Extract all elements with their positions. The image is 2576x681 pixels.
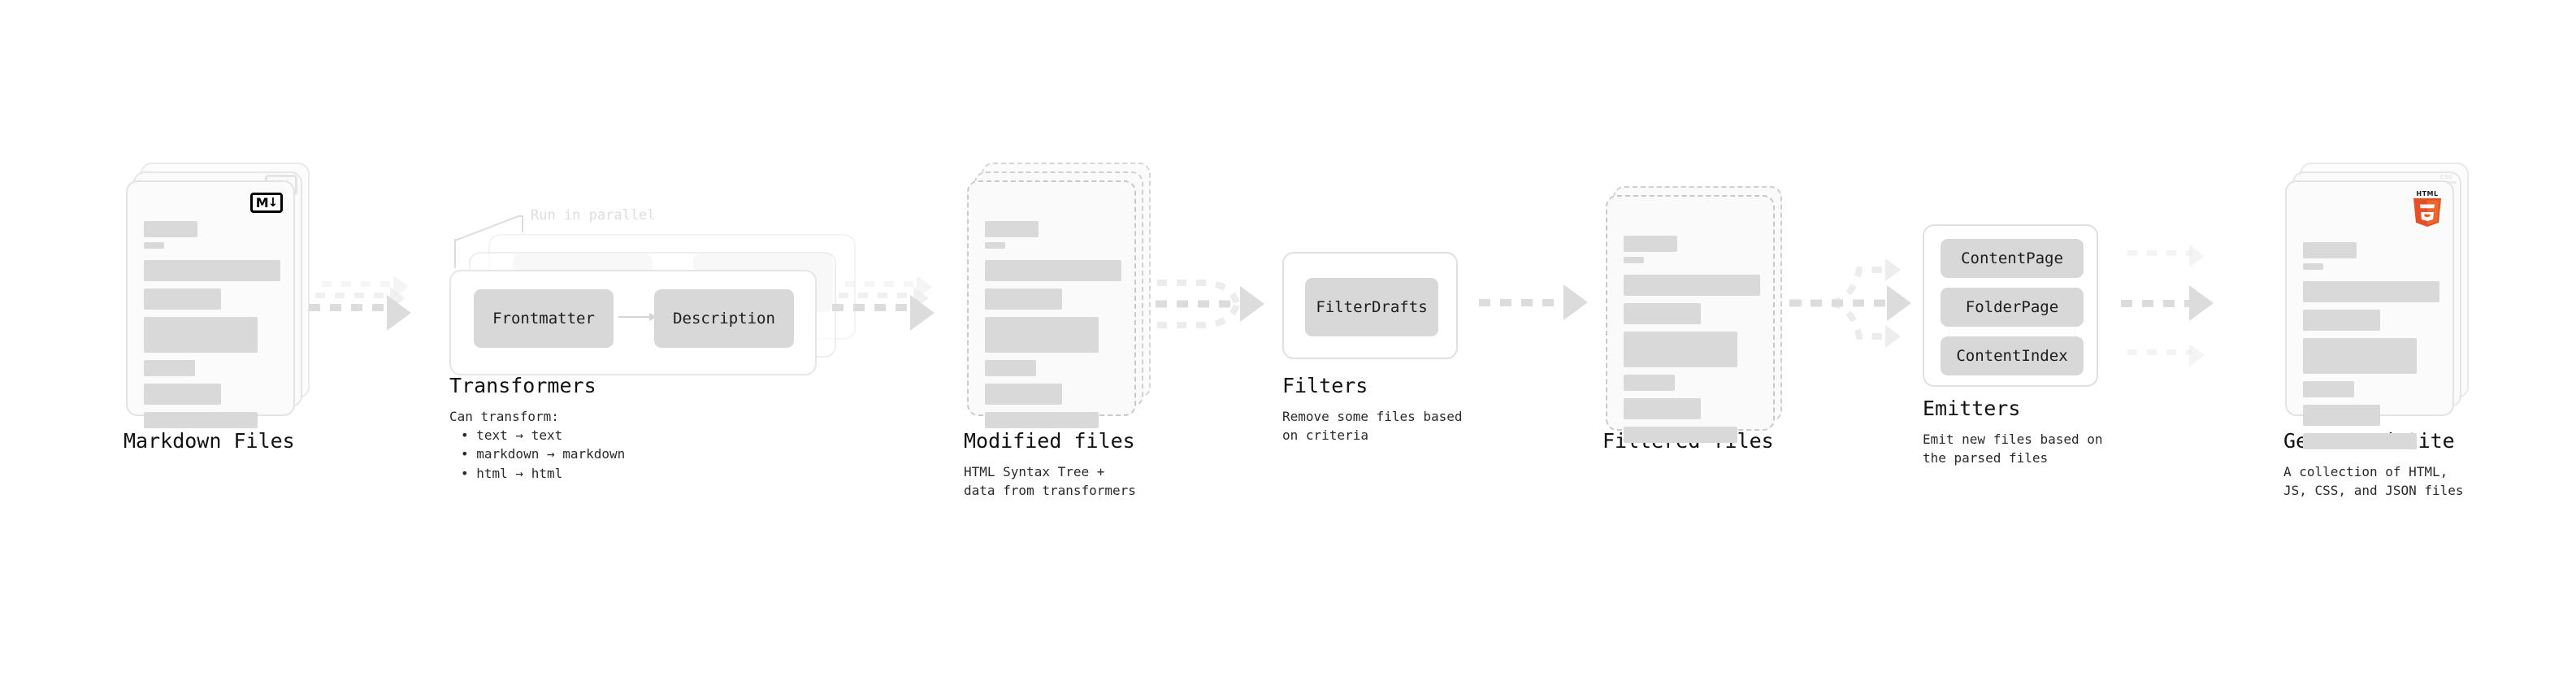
diverge-curves xyxy=(1785,234,1939,372)
stage-title: Transformers xyxy=(449,374,596,397)
pill-description[interactable]: Description xyxy=(654,289,794,348)
connector-emitters-to-site xyxy=(2118,234,2264,372)
markdown-badge-front: M↓ xyxy=(250,193,283,213)
pill-contentindex[interactable]: ContentIndex xyxy=(1941,336,2084,375)
list-item: text → text xyxy=(461,426,625,445)
pill-contentpage[interactable]: ContentPage xyxy=(1941,239,2084,278)
connector-md-to-transformers xyxy=(309,275,431,340)
stage-emitters-box: ContentPage FolderPage ContentIndex xyxy=(1923,224,2098,387)
list-item: markdown → markdown xyxy=(461,445,625,463)
run-in-parallel-label: Run in parallel xyxy=(531,207,656,223)
stage-title: Markdown Files xyxy=(124,429,295,453)
list-item: html → html xyxy=(461,464,625,483)
connector-transformers-to-modified xyxy=(832,275,954,340)
connector-filters-to-filtered xyxy=(1479,284,1609,328)
converge-curves xyxy=(1141,258,1287,348)
caption-modified-files: Modified files HTML Syntax Tree + data f… xyxy=(964,429,1136,500)
connector-filtered-to-emitters xyxy=(1785,234,1939,372)
caption-markdown-files: Markdown Files xyxy=(124,429,295,453)
file-content-skeleton xyxy=(144,221,280,436)
pill-frontmatter[interactable]: Frontmatter xyxy=(474,289,614,348)
stage-subtitle: HTML Syntax Tree + data from transformer… xyxy=(964,464,1136,499)
list-lead: Can transform: xyxy=(449,409,559,424)
parallel-bracket-diagonal xyxy=(449,200,628,273)
pill-filterdrafts[interactable]: FilterDrafts xyxy=(1305,278,1438,336)
file-card-front xyxy=(1606,195,1775,443)
file-content-skeleton xyxy=(2303,242,2439,457)
pill-folderpage[interactable]: FolderPage xyxy=(1941,288,2084,327)
caption-emitters: Emitters Emit new files based on the par… xyxy=(1923,397,2103,467)
file-content-skeleton xyxy=(1624,236,1760,450)
transformer-panel-front: Frontmatter Description xyxy=(449,270,817,375)
stage-subtitle: Emit new files based on the parsed files xyxy=(1923,432,2103,466)
stage-title: Filters xyxy=(1282,374,1368,397)
html5-badge: HTML xyxy=(2411,190,2444,228)
stage-title: Modified files xyxy=(964,429,1135,453)
transformers-capability-list: Can transform: text → text markdown → ma… xyxy=(449,407,625,483)
stage-filters-box: FilterDrafts xyxy=(1282,252,1458,359)
file-content-skeleton xyxy=(985,221,1121,436)
file-card-front: M↓ xyxy=(126,180,295,428)
stage-title: Emitters xyxy=(1923,397,2021,420)
caption-filters: Filters Remove some files based on crite… xyxy=(1282,374,1463,445)
stage-subtitle: A collection of HTML, JS, CSS, and JSON … xyxy=(2283,464,2464,499)
caption-transformers: Transformers Can transform: text → text … xyxy=(449,374,625,483)
connector-modified-to-filters xyxy=(1141,258,1287,348)
stage-subtitle: Remove some files based on criteria xyxy=(1282,409,1463,444)
file-card-front xyxy=(967,180,1136,428)
file-card-front-html: HTML xyxy=(2285,180,2454,449)
html5-shield-icon xyxy=(2413,198,2441,227)
